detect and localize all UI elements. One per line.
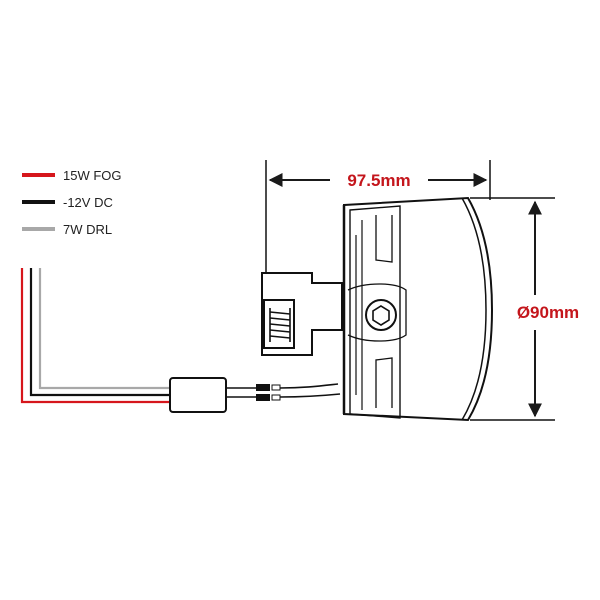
- legend-item-fog: 15W FOG: [22, 168, 122, 183]
- legend-label-drl: 7W DRL: [63, 222, 112, 237]
- legend: 15W FOG -12V DC 7W DRL: [22, 168, 122, 237]
- housing-back-panel: [349, 205, 401, 419]
- adjustment-spring: [269, 308, 291, 342]
- lamp-input-wires: [279, 383, 341, 398]
- connector-bottom-left: [256, 394, 270, 401]
- legend-item-drl: 7W DRL: [22, 222, 112, 237]
- housing-body: [343, 196, 494, 422]
- control-module: [169, 377, 227, 413]
- dimension-diameter: Ø90mm: [470, 197, 579, 421]
- lens-rim: [461, 197, 487, 421]
- wire-red: [20, 268, 172, 404]
- dimension-depth: 97.5mm: [265, 160, 491, 272]
- bracket-plate: [263, 299, 295, 349]
- hex-socket-icon: [372, 305, 390, 326]
- module-output-wires: [226, 387, 256, 398]
- legend-label-dc: -12V DC: [63, 195, 113, 210]
- connector-top-right: [271, 384, 281, 391]
- connectors: [256, 384, 281, 401]
- connector-top-left: [256, 384, 270, 391]
- depth-label: 97.5mm: [347, 171, 410, 190]
- legend-item-dc: -12V DC: [22, 195, 113, 210]
- lamp-housing: [342, 196, 494, 422]
- wire-gray: [38, 268, 172, 390]
- wire-harness: [20, 268, 172, 404]
- wire-black: [29, 268, 172, 397]
- connector-bottom-right: [271, 394, 281, 401]
- adjustment-screw: [365, 299, 397, 331]
- legend-label-fog: 15W FOG: [63, 168, 122, 183]
- diameter-label: Ø90mm: [517, 303, 579, 322]
- mounting-bracket: [261, 272, 343, 356]
